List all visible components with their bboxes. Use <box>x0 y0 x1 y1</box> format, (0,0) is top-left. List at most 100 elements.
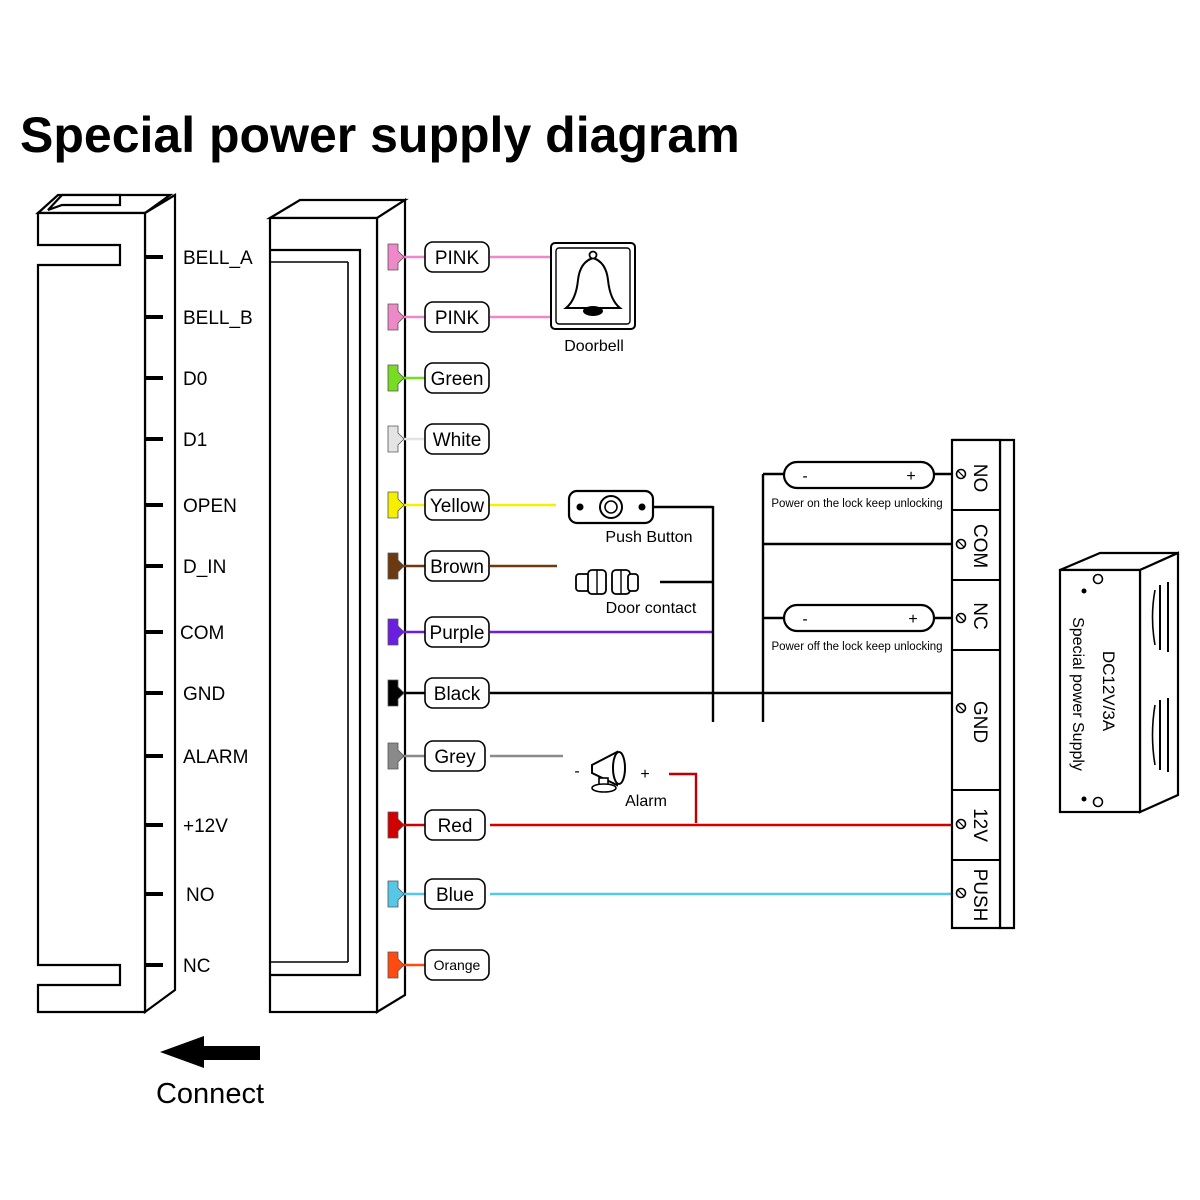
wire-connector <box>387 679 405 707</box>
wire-connector <box>387 491 405 519</box>
siren-icon <box>591 750 626 793</box>
wire-label-pill <box>424 740 486 772</box>
terminal-push: PUSH <box>969 869 990 922</box>
pin-label-open: OPEN <box>183 496 237 517</box>
wire-label-text: Yellow <box>430 496 485 517</box>
wire-connector <box>387 303 405 331</box>
pin-label--12v: +12V <box>183 816 228 837</box>
alarm-device: - + Alarm <box>574 750 667 810</box>
doorbell-label: Doorbell <box>564 338 624 355</box>
wire-label-text: Green <box>431 369 484 390</box>
wire-connector <box>387 364 405 392</box>
door-contact-label: Door contact <box>606 600 697 617</box>
alarm-minus: - <box>574 763 579 780</box>
doorbell: Doorbell <box>550 242 636 355</box>
lock-no-caption: Power on the lock keep unlocking <box>771 498 942 510</box>
wire-label-text: White <box>433 430 482 451</box>
wire-pink: PINK <box>387 241 551 273</box>
lock-nc-plus: + <box>908 611 917 628</box>
alarm-plus: + <box>640 766 649 783</box>
wire-pink: PINK <box>387 301 551 333</box>
reader-unit-back <box>266 197 409 1014</box>
push-button-device: Push Button <box>567 489 713 546</box>
wire-label-pill <box>424 423 490 455</box>
lock-nc-caption: Power off the lock keep unlocking <box>771 641 942 653</box>
wire-purple: Purple <box>387 616 713 648</box>
terminal-gnd: GND <box>969 701 990 743</box>
lock-nc-minus: - <box>802 611 807 628</box>
wire-label-pill <box>424 616 490 648</box>
wire-label-text: Brown <box>430 557 484 578</box>
wire-connector <box>387 243 405 271</box>
wire-label-text: PINK <box>435 248 480 269</box>
wire-label-pill <box>424 362 490 394</box>
terminal-nc: NC <box>969 602 990 629</box>
power-supply-name: Special power Supply <box>1069 617 1086 771</box>
page-title: Special power supply diagram <box>20 107 740 163</box>
pin-label-bell-a: BELL_A <box>183 248 253 269</box>
wire-yellow: Yellow <box>387 489 556 521</box>
pin-label-alarm: ALARM <box>183 747 248 768</box>
wire-connector <box>387 425 405 453</box>
wire-label-text: Purple <box>430 623 485 644</box>
pin-label-gnd: GND <box>183 684 225 705</box>
wire-label-text: Blue <box>436 885 474 906</box>
wire-label-pill <box>424 809 486 841</box>
wire-label-text: Black <box>434 684 481 705</box>
pin-label-d-in: D_IN <box>183 557 226 578</box>
bell-icon <box>563 250 623 316</box>
pin-label-d0: D0 <box>183 369 207 390</box>
connect-arrow: Connect <box>156 1036 264 1110</box>
wire-label-pill <box>424 301 490 333</box>
wire-green: Green <box>387 362 490 394</box>
terminal-block: NO COM NC GND 12V PUSH <box>950 438 1016 930</box>
terminal-12v: 12V <box>969 808 990 842</box>
wire-label-text: Red <box>438 816 473 837</box>
wire-white: White <box>387 423 490 455</box>
wire-blue: Blue <box>387 878 952 910</box>
pin-label-no: NO <box>186 885 215 906</box>
wire-connector <box>387 742 405 770</box>
lock-nc: - + Power off the lock keep unlocking <box>771 603 943 653</box>
wire-label-text: Orange <box>434 957 481 973</box>
wire-connector <box>387 880 405 908</box>
door-contact-device: Door contact <box>575 569 713 617</box>
pin-label-com: COM <box>180 623 224 644</box>
signal-wiring <box>669 472 952 823</box>
wire-label-pill <box>424 489 490 521</box>
lock-no-plus: + <box>906 468 915 485</box>
terminal-no: NO <box>969 464 990 493</box>
lock-no: - + Power on the lock keep unlocking <box>771 460 943 510</box>
wire-grey: Grey <box>387 740 563 772</box>
reader-unit-left <box>35 193 177 1015</box>
arrow-left-icon <box>160 1036 260 1068</box>
pin-label-bell-b: BELL_B <box>183 308 253 329</box>
wire-label-text: Grey <box>434 747 476 768</box>
terminal-screws <box>955 468 967 899</box>
wire-label-text: PINK <box>435 308 480 329</box>
wire-connector <box>387 552 405 580</box>
pin-label-nc: NC <box>183 956 210 977</box>
lock-no-minus: - <box>802 468 807 485</box>
wire-label-pill <box>424 878 486 910</box>
wire-label-pill <box>424 550 490 582</box>
terminal-com: COM <box>969 524 990 568</box>
power-supply-rating: DC12V/3A <box>1099 651 1118 732</box>
push-button-label: Push Button <box>605 529 692 546</box>
alarm-label: Alarm <box>625 793 667 810</box>
pin-label-d1: D1 <box>183 430 207 451</box>
wire-orange: Orange <box>387 949 490 981</box>
power-supply-box: DC12V/3A Special power Supply <box>1058 551 1180 814</box>
wire-label-pill <box>424 949 490 981</box>
wire-label-pill <box>424 241 490 273</box>
wire-connector <box>387 811 405 839</box>
wire-connector <box>387 618 405 646</box>
wire-black: Black <box>387 677 952 709</box>
wire-label-pill <box>424 677 490 709</box>
door-contact-icon <box>575 569 639 595</box>
wire-brown: Brown <box>387 550 557 582</box>
wire-layer: PINK PINK GreenWhiteYellowBrownPurpleBlack… <box>387 241 952 981</box>
wire-red: Red <box>387 809 952 841</box>
